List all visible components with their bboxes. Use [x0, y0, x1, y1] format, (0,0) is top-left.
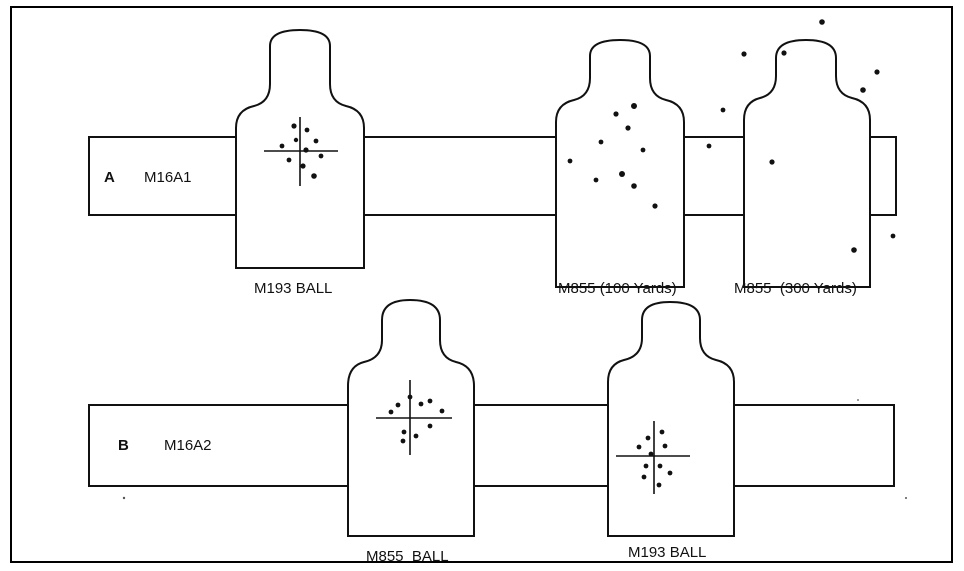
shot-hole: [279, 143, 285, 149]
shot-hole: [625, 125, 631, 131]
shot-hole: [631, 103, 637, 109]
shot-hole: [667, 470, 673, 476]
shot-hole: [395, 402, 401, 408]
shot-hole: [293, 137, 299, 143]
shot-hole: [598, 139, 604, 145]
shot-hole: [311, 173, 317, 179]
shot-hole: [413, 433, 419, 439]
shot-hole: [388, 409, 394, 415]
shot-group-b1: [388, 394, 445, 444]
shot-hole: [657, 463, 663, 469]
shot-hole: [407, 394, 413, 400]
shot-hole: [645, 435, 651, 441]
shot-hole: [303, 147, 309, 153]
shot-hole: [593, 177, 599, 183]
shot-hole: [890, 233, 896, 239]
rifle-label-b: M16A2: [164, 437, 212, 454]
rifle-label-a: M16A1: [144, 169, 192, 186]
rifle-band-b: [88, 404, 895, 487]
shot-hole: [567, 158, 573, 164]
shot-hole: [662, 443, 668, 449]
shot-hole: [619, 171, 625, 177]
shot-hole: [427, 398, 433, 404]
shot-hole: [643, 463, 649, 469]
shot-hole: [781, 50, 787, 56]
shot-hole: [291, 123, 297, 129]
shot-hole: [860, 87, 866, 93]
shot-hole: [418, 401, 424, 407]
shot-group-a3: [706, 19, 896, 253]
shot-hole: [659, 429, 665, 435]
shot-hole: [286, 157, 292, 163]
target-silhouette-a2: [555, 38, 685, 288]
panel-a: A M16A1 M193 BALL M855 (100 Yards) M855 …: [88, 19, 897, 297]
target-silhouette-a3: [743, 38, 871, 288]
caption-b1: M855 BALL: [366, 548, 449, 565]
crosshair-a1: [264, 117, 338, 186]
shot-hole: [648, 451, 654, 457]
crosshair-b1: [376, 380, 452, 455]
shot-group-b2: [636, 429, 673, 488]
shot-hole: [741, 51, 747, 57]
crosshair-b2: [616, 421, 690, 494]
shot-hole: [640, 147, 646, 153]
panel-b: B M16A2 M855 BALL M193 BALL: [88, 298, 895, 565]
shot-hole: [769, 159, 775, 165]
shot-hole: [427, 423, 433, 429]
shot-hole: [400, 438, 406, 444]
shot-hole: [318, 153, 324, 159]
shot-hole: [313, 138, 319, 144]
shot-hole: [641, 474, 647, 480]
shot-hole: [613, 111, 619, 117]
caption-a1: M193 BALL: [254, 280, 332, 297]
shot-hole: [706, 143, 712, 149]
shot-hole: [636, 444, 642, 450]
caption-b2: M193 BALL: [628, 544, 706, 561]
shot-hole: [851, 247, 857, 253]
panel-letter-b: B: [118, 437, 129, 454]
caption-a3: M855 (300 Yards): [734, 280, 857, 297]
scan-specks: [122, 399, 907, 500]
shot-hole: [631, 183, 637, 189]
target-silhouette-b2: [607, 300, 735, 537]
shot-group-a2: [567, 103, 658, 209]
shot-hole: [720, 107, 726, 113]
shot-hole: [819, 19, 825, 25]
shot-hole: [300, 163, 306, 169]
shot-hole: [401, 429, 407, 435]
shot-hole: [874, 69, 880, 75]
shot-hole: [656, 482, 662, 488]
shot-hole: [304, 127, 310, 133]
shot-hole: [439, 408, 445, 414]
shot-group-a1: [279, 123, 324, 179]
caption-a2: M855 (100 Yards): [558, 280, 677, 297]
panel-letter-a: A: [104, 169, 115, 186]
shot-hole: [652, 203, 658, 209]
